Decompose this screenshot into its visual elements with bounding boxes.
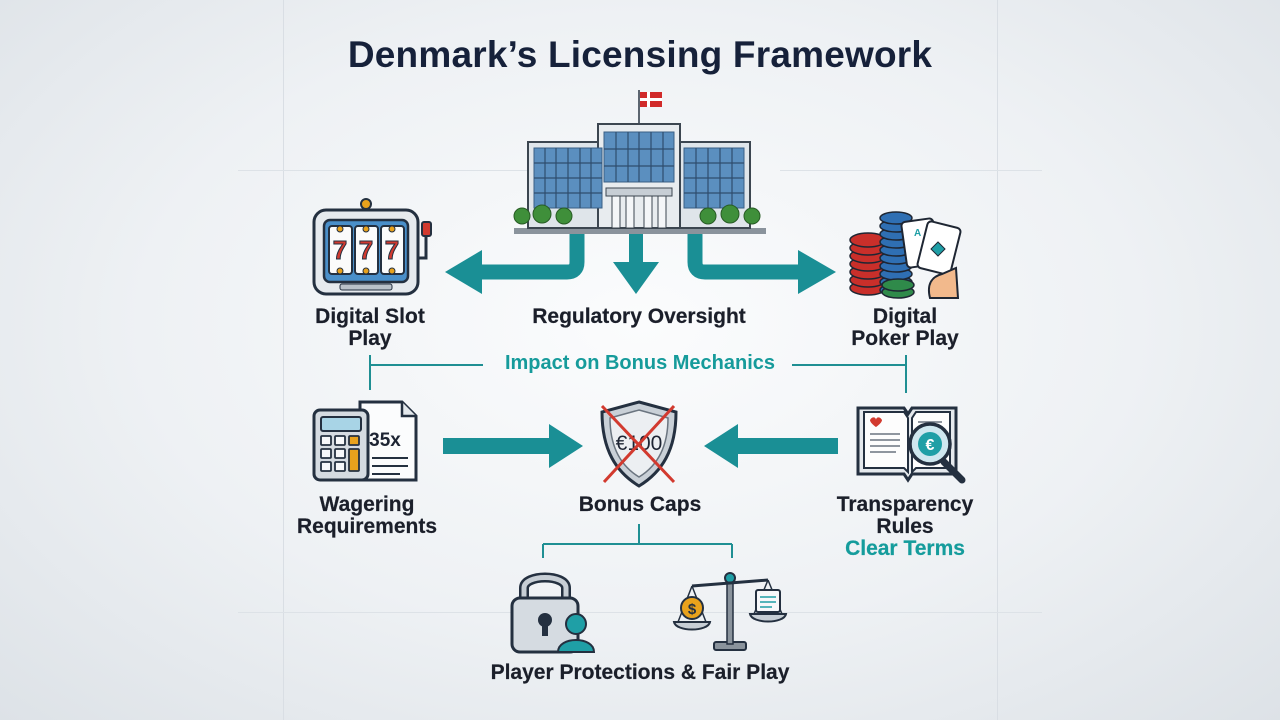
transparency-label-line3: Clear Terms bbox=[845, 537, 965, 560]
wagering-label-line2: Requirements bbox=[296, 515, 438, 538]
slot-reel: 7 bbox=[359, 235, 373, 265]
arrowhead-left bbox=[445, 250, 482, 294]
book-magnifier-icon: € bbox=[856, 406, 966, 484]
guide-line bbox=[997, 0, 998, 720]
arrowhead-down bbox=[613, 262, 659, 294]
transparency-label-line1: Transparency bbox=[836, 493, 974, 516]
arrow-to-slot bbox=[478, 232, 585, 280]
arrowhead-transparency bbox=[704, 424, 738, 468]
transparency-label-line2: Rules bbox=[876, 515, 934, 538]
svg-text:A: A bbox=[914, 228, 921, 239]
wagering-label-line1: Wagering bbox=[319, 493, 415, 516]
balance-scale-icon: $ bbox=[672, 572, 788, 651]
slot-label: Digital Slot Play bbox=[280, 305, 460, 350]
guide-line bbox=[238, 170, 528, 171]
impact-label: Impact on Bonus Mechanics bbox=[504, 352, 776, 374]
slot-machine-icon: 7 7 7 bbox=[312, 198, 432, 296]
arrow-to-poker bbox=[687, 232, 800, 280]
protections-label: Player Protections & Fair Play bbox=[490, 661, 790, 684]
poker-label-line1: Digital bbox=[872, 305, 938, 328]
arrow-to-oversight bbox=[629, 232, 643, 264]
crossed-shield-icon: €100 bbox=[600, 400, 678, 488]
wagering-badge: 35x bbox=[369, 430, 401, 451]
wagering-label: Wagering Requirements bbox=[272, 493, 462, 538]
slot-label-line2: Play bbox=[348, 327, 392, 350]
poker-label-line2: Poker Play bbox=[851, 327, 959, 350]
transparency-label: Transparency Rules Clear Terms bbox=[810, 493, 1000, 560]
svg-text:$: $ bbox=[688, 601, 697, 618]
guide-line bbox=[780, 170, 1042, 171]
padlock-user-icon bbox=[510, 572, 596, 654]
guide-line bbox=[283, 0, 284, 720]
government-building-icon bbox=[513, 90, 766, 234]
poker-label: Digital Poker Play bbox=[815, 305, 995, 350]
arrowhead-wagering bbox=[549, 424, 583, 468]
slot-reel: 7 bbox=[385, 235, 399, 265]
calculator-document-icon: 35x bbox=[312, 400, 418, 482]
svg-text:€: € bbox=[926, 437, 935, 454]
slot-label-line1: Digital Slot bbox=[315, 305, 425, 328]
arrow-transparency-to-bonus bbox=[734, 438, 838, 454]
guide-line bbox=[238, 612, 1042, 613]
slot-reel: 7 bbox=[333, 235, 347, 265]
page-title: Denmark’s Licensing Framework bbox=[347, 34, 933, 75]
bonus-caps-label: Bonus Caps bbox=[578, 493, 702, 516]
poker-chips-cards-icon: A bbox=[849, 211, 962, 299]
arrow-wagering-to-bonus bbox=[443, 438, 551, 454]
oversight-label: Regulatory Oversight bbox=[532, 305, 746, 328]
arrowhead-right bbox=[798, 250, 836, 294]
